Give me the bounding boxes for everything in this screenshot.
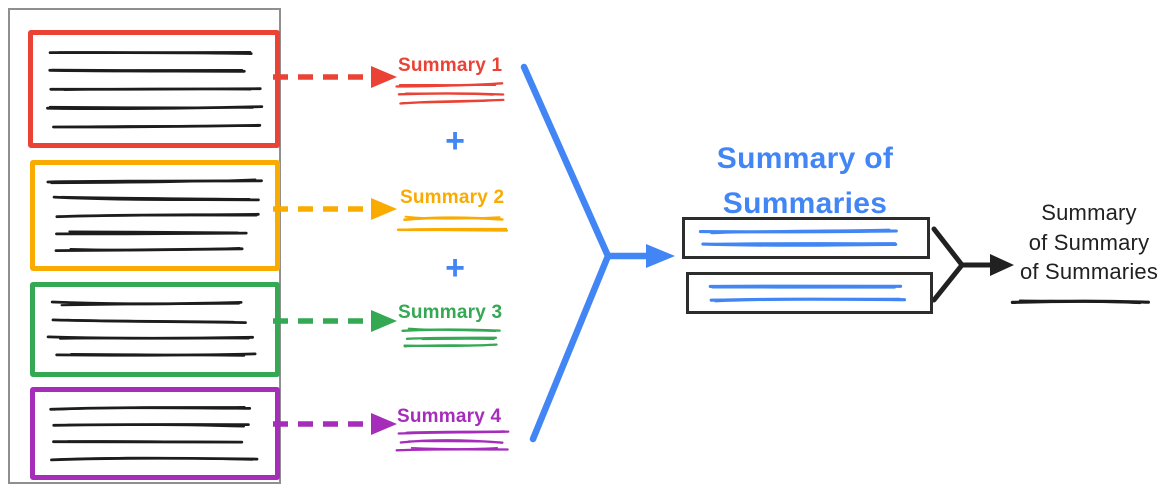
source-document-container	[8, 8, 281, 484]
sos-box-1-text-scribble	[697, 225, 915, 251]
chunk-4-dashed-arrow-icon	[273, 413, 397, 435]
document-chunk-4	[30, 387, 280, 480]
chunk-4-text-scribble	[45, 400, 265, 467]
summary-of-summaries-box-2	[686, 272, 933, 314]
summary-3-scribble	[396, 326, 506, 350]
summary-4-label: Summary 4	[397, 406, 502, 427]
summary-of-summaries-title: Summary of Summaries	[680, 136, 930, 226]
final-merge-arrow-icon	[931, 226, 1014, 303]
summary-1-scribble	[389, 81, 513, 106]
summary-of-summaries-title-line1: Summary of	[716, 142, 894, 175]
final-summary-label-line2: of Summary	[1028, 229, 1150, 255]
document-chunk-3	[30, 282, 280, 377]
summary-3-label: Summary 3	[398, 302, 503, 323]
summary-4-scribble	[391, 428, 513, 454]
chunk-2-dashed-arrow-icon	[273, 198, 397, 220]
final-summary-label: Summary of Summary of Summaries	[1005, 198, 1170, 287]
final-summary-label-line1: Summary	[1041, 200, 1137, 225]
summary-of-summaries-box-1	[682, 217, 930, 259]
summaries-merge-arrow-icon	[520, 63, 675, 443]
chunk-1-text-scribble	[43, 43, 265, 135]
sos-box-2-text-scribble	[701, 280, 918, 306]
plus-sign-1: +	[445, 122, 465, 160]
summary-of-summaries-title-line2: Summaries	[722, 187, 888, 220]
summary-1-label: Summary 1	[398, 55, 503, 76]
document-chunk-2	[30, 160, 280, 271]
final-summary-scribble	[1008, 291, 1166, 311]
final-summary-label-line3: of Summaries	[1019, 259, 1159, 284]
chunk-3-text-scribble	[45, 295, 265, 364]
document-chunk-1	[28, 30, 280, 148]
plus-sign-2: +	[445, 249, 465, 287]
summary-2-label: Summary 2	[400, 187, 505, 208]
chunk-1-dashed-arrow-icon	[273, 66, 397, 88]
summary-2-scribble	[395, 212, 515, 236]
chunk-3-dashed-arrow-icon	[273, 310, 397, 332]
chunk-2-text-scribble	[45, 173, 265, 258]
